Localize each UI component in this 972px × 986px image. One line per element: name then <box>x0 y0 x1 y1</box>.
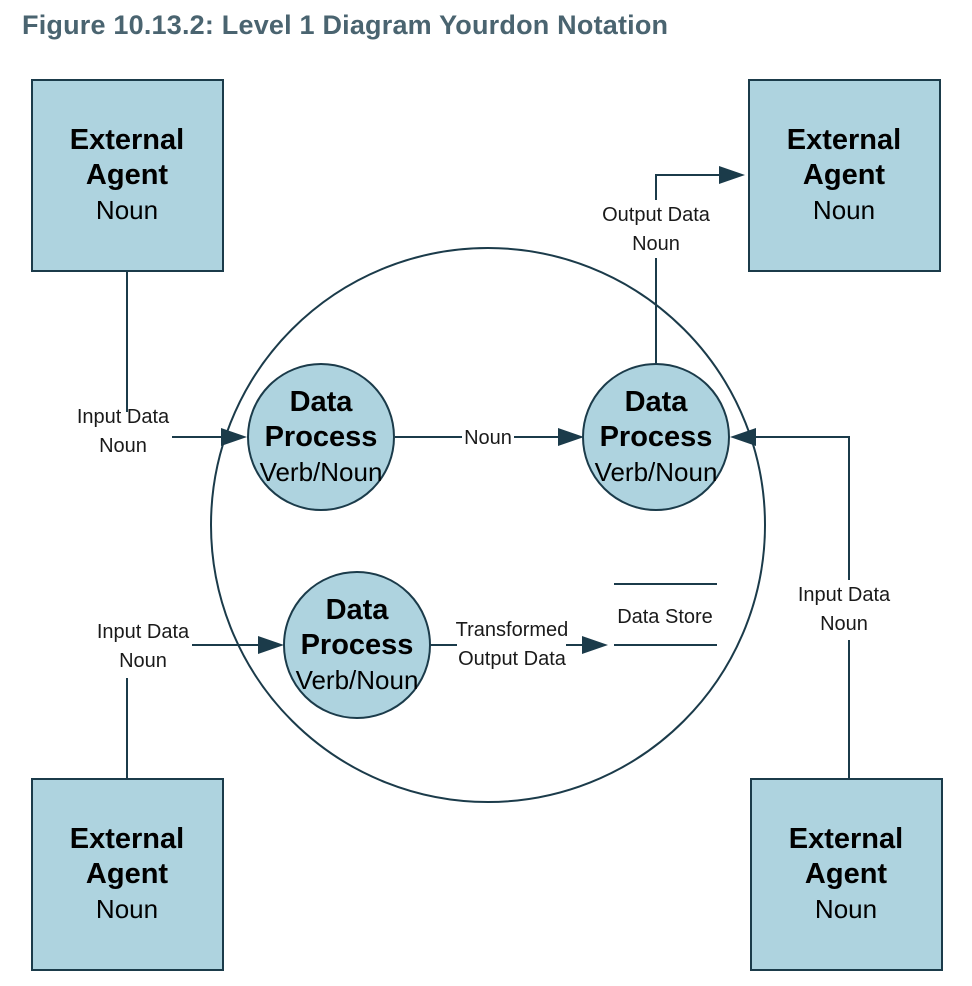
flow-label-output: Output Data <box>602 204 711 226</box>
flow-label-input-bottom-left: Input Data <box>97 621 190 643</box>
data-process-1: Data Process Verb/Noun <box>247 363 395 511</box>
agent-noun: Noun <box>96 894 158 924</box>
agent-title: External <box>70 124 184 156</box>
flow-label-input-right: Input Data <box>798 584 891 606</box>
arrowhead-process3 <box>258 636 284 654</box>
agent-title: External <box>70 823 184 855</box>
process-subtitle: Process <box>301 629 414 661</box>
flow-label-output-noun: Noun <box>632 233 680 255</box>
external-agent-bottom-right: External Agent Noun <box>750 778 943 971</box>
process-subtitle: Process <box>265 421 378 453</box>
agent-subtitle: Agent <box>803 159 886 191</box>
arrowhead-agent2 <box>719 166 745 184</box>
agent-noun: Noun <box>813 195 875 225</box>
process-subtitle: Process <box>600 421 713 453</box>
process-title: Data <box>326 594 390 626</box>
process-verb-noun: Verb/Noun <box>260 457 383 487</box>
agent-subtitle: Agent <box>86 159 169 191</box>
agent-noun: Noun <box>815 894 877 924</box>
process-verb-noun: Verb/Noun <box>296 665 419 695</box>
flow-line-output-to-agent2 <box>655 174 728 200</box>
process-verb-noun: Verb/Noun <box>595 457 718 487</box>
arrowhead-process1 <box>221 428 247 446</box>
process-title: Data <box>625 386 689 418</box>
arrowhead-process2 <box>558 428 584 446</box>
agent-title: External <box>787 124 901 156</box>
data-process-2: Data Process Verb/Noun <box>582 363 730 511</box>
agent-noun: Noun <box>96 195 158 225</box>
flow-label-input-top-left: Input Data <box>77 406 170 428</box>
flow-label-input-bottom-left-noun: Noun <box>119 650 167 672</box>
agent-subtitle: Agent <box>86 858 169 890</box>
flow-label-transformed-output: Output Data <box>458 648 567 670</box>
process-title: Data <box>290 386 354 418</box>
arrowhead-datastore <box>582 636 608 654</box>
agent-title: External <box>789 823 903 855</box>
flow-label-input-right-noun: Noun <box>820 613 868 635</box>
figure-title: Figure 10.13.2: Level 1 Diagram Yourdon … <box>22 10 669 40</box>
arrowhead-process2-right <box>730 428 756 446</box>
agent-subtitle: Agent <box>805 858 888 890</box>
flow-label-input-top-left-noun: Noun <box>99 435 147 457</box>
flow-label-process-to-process: Noun <box>464 427 512 449</box>
external-agent-top-right: External Agent Noun <box>748 79 941 272</box>
external-agent-top-left: External Agent Noun <box>31 79 224 272</box>
flow-line-input-to-process2 <box>745 436 850 580</box>
data-store-label: Data Store <box>617 606 713 628</box>
flow-label-transformed: Transformed <box>456 619 569 641</box>
system-boundary-circle <box>210 247 766 803</box>
data-process-3: Data Process Verb/Noun <box>283 571 431 719</box>
external-agent-bottom-left: External Agent Noun <box>31 778 224 971</box>
